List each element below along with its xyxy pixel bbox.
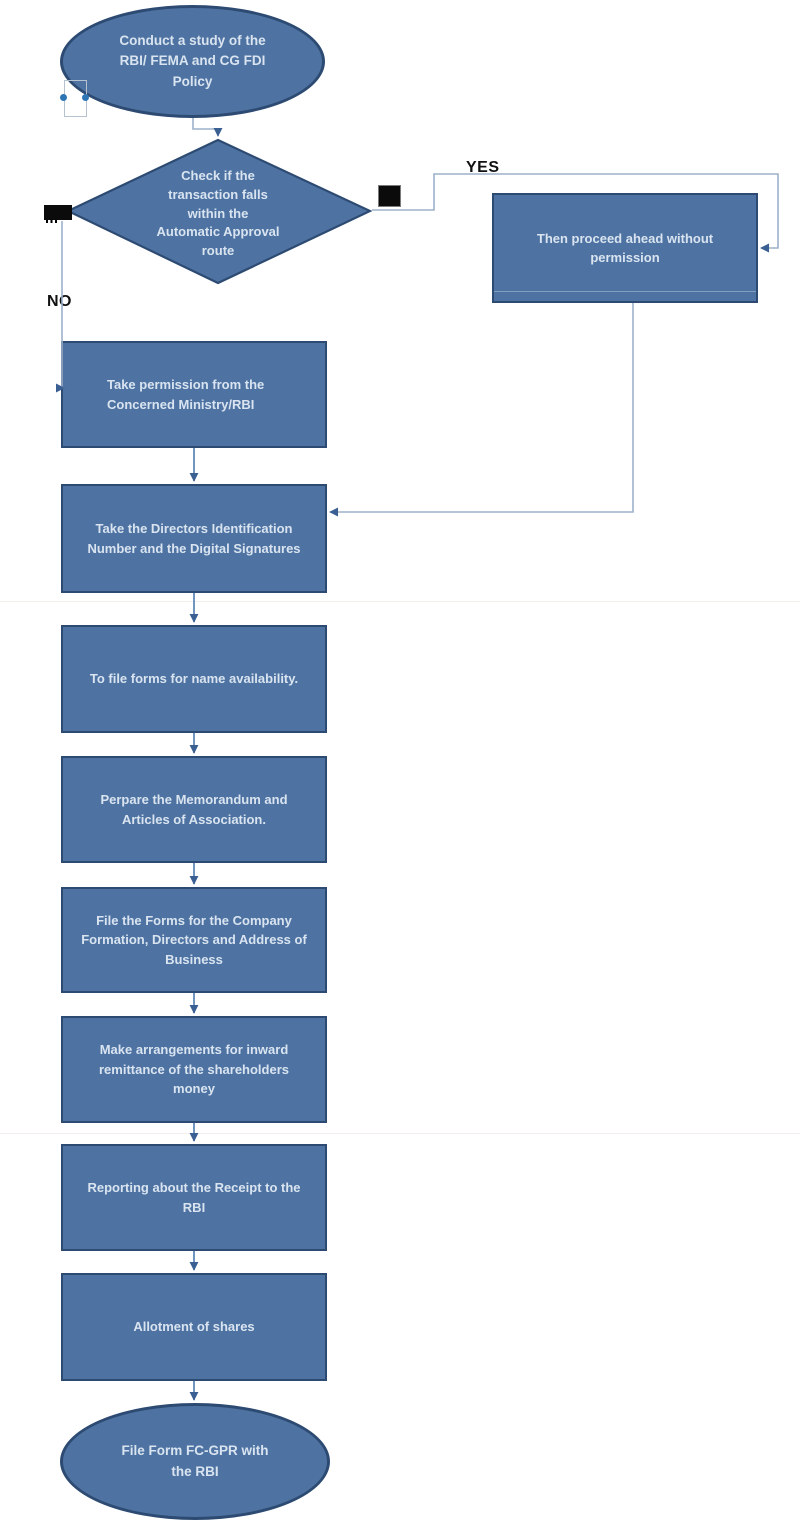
selection-handle-dot[interactable]	[60, 94, 67, 101]
step-label: Allotment of shares	[133, 1319, 255, 1335]
page-break-line	[0, 601, 800, 602]
step-din-digital-signatures[interactable]: Take the Directors Identification Number…	[61, 484, 327, 593]
start-node[interactable]: Conduct a study of the RBI/ FEMA and CG …	[60, 5, 325, 118]
end-node-label: File Form FC-GPR with the RBI	[121, 1443, 269, 1479]
decision-diamond-shape[interactable]	[66, 138, 372, 285]
start-node-label: Conduct a study of the RBI/ FEMA and CG …	[119, 33, 266, 89]
step-inward-remittance[interactable]: Make arrangements for inward remittance …	[61, 1016, 327, 1123]
step-report-receipt-rbi[interactable]: Reporting about the Receipt to the RBI	[61, 1144, 327, 1251]
yes-branch-label[interactable]: YES	[466, 159, 500, 176]
step-company-formation-forms[interactable]: File the Forms for the Company Formation…	[61, 887, 327, 993]
step-label: Make arrangements for inward remittance …	[99, 1042, 289, 1097]
step-allotment-of-shares[interactable]: Allotment of shares	[61, 1273, 327, 1381]
step-label: Reporting about the Receipt to the RBI	[87, 1180, 301, 1215]
step-label: To file forms for name availability.	[89, 671, 299, 687]
no-branch-label[interactable]: NO	[47, 293, 72, 310]
step-label: Perpare the Memorandum and Articles of A…	[100, 792, 288, 827]
connector-start-to-decision	[192, 118, 223, 137]
connector-yesbox-to-din	[329, 303, 634, 517]
selection-handle-dot[interactable]	[82, 94, 89, 101]
page-break-line	[0, 1133, 800, 1134]
anchor-square-left[interactable]	[44, 205, 72, 220]
end-node[interactable]: File Form FC-GPR with the RBI	[60, 1403, 330, 1520]
step-name-availability[interactable]: To file forms for name availability.	[61, 625, 327, 733]
step-label: File the Forms for the Company Formation…	[81, 912, 307, 967]
decision-diamond[interactable]	[66, 138, 372, 286]
step-label: Take the Directors Identification Number…	[87, 521, 301, 556]
step-label: Take permission from the Concerned Minis…	[107, 377, 265, 412]
step-take-permission[interactable]: Take permission from the Concerned Minis…	[61, 341, 327, 448]
decision-node-label: Check if the transaction falls within th…	[156, 167, 280, 259]
anchor-square-right[interactable]	[378, 185, 401, 207]
step-memorandum-articles[interactable]: Perpare the Memorandum and Articles of A…	[61, 756, 327, 863]
anchor-ticks	[46, 220, 59, 223]
yes-branch-node[interactable]: Then proceed ahead without permission	[492, 193, 758, 303]
yes-branch-node-label: Then proceed ahead without permission	[536, 230, 714, 266]
